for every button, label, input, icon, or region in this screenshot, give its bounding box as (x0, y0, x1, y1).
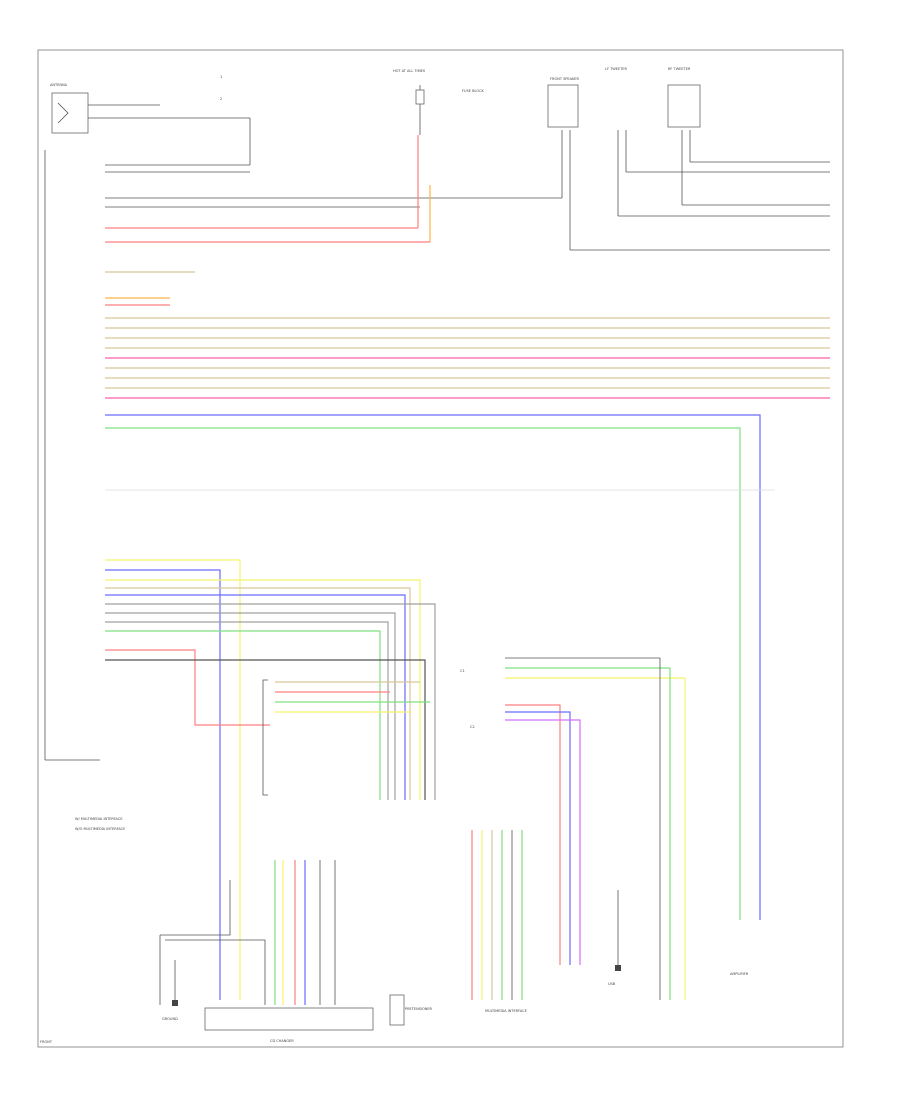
pretensioner-component: PRETENSIONER (389, 994, 433, 1026)
usb-port: USB (608, 890, 621, 986)
mid-wires (105, 559, 436, 1000)
connector-1-label: C1 (460, 669, 465, 673)
rf-tweeter-label: RF TWEETER (668, 67, 691, 71)
cd-changer-label: CD CHANGER (270, 1039, 294, 1043)
ground-label: GROUND (162, 1017, 178, 1021)
ground-symbol: GROUND (162, 960, 178, 1021)
front-label: FRONT (40, 1040, 53, 1044)
note-2: 2 (220, 97, 222, 101)
legend-1: W/ MULTIMEDIA INTERFACE (75, 817, 123, 821)
fuse-component: HOT AT ALL TIMES FUSE BLOCK (393, 69, 485, 135)
fuse-block-label: FUSE BLOCK (462, 89, 485, 93)
cd-changer-component: CD CHANGER (204, 1007, 374, 1043)
connector-2-label: C2 (470, 725, 475, 729)
pretensioner-label: PRETENSIONER (405, 1007, 433, 1011)
antenna-component: ANTENNA (50, 83, 250, 134)
legend-2: W/O MULTIMEDIA INTERFACE (75, 827, 125, 831)
amplifier-module: AMPLIFIER (730, 972, 749, 976)
antenna-label: ANTENNA (50, 83, 68, 87)
lf-tweeter-label: LF TWEETER (605, 67, 627, 71)
usb-label: USB (608, 982, 616, 986)
multimedia-label: MULTIMEDIA INTERFACE (485, 1009, 527, 1013)
lf-tweeter: LF TWEETER (605, 67, 627, 71)
speaker-label: FRONT SPEAKER (550, 77, 580, 81)
fuse-hot-label: HOT AT ALL TIMES (393, 69, 426, 73)
diagram-frame (37, 49, 844, 1048)
right-mid-connector (505, 657, 686, 1000)
note-1: 1 (220, 75, 222, 79)
rf-tweeter: RF TWEETER (667, 67, 701, 128)
left-front-speaker: FRONT SPEAKER (547, 77, 580, 128)
legend: W/ MULTIMEDIA INTERFACE W/O MULTIMEDIA I… (75, 817, 125, 831)
multimedia-interface: MULTIMEDIA INTERFACE (471, 830, 527, 1013)
speaker-bus-wires (105, 317, 830, 399)
amp-label: AMPLIFIER (730, 972, 749, 976)
